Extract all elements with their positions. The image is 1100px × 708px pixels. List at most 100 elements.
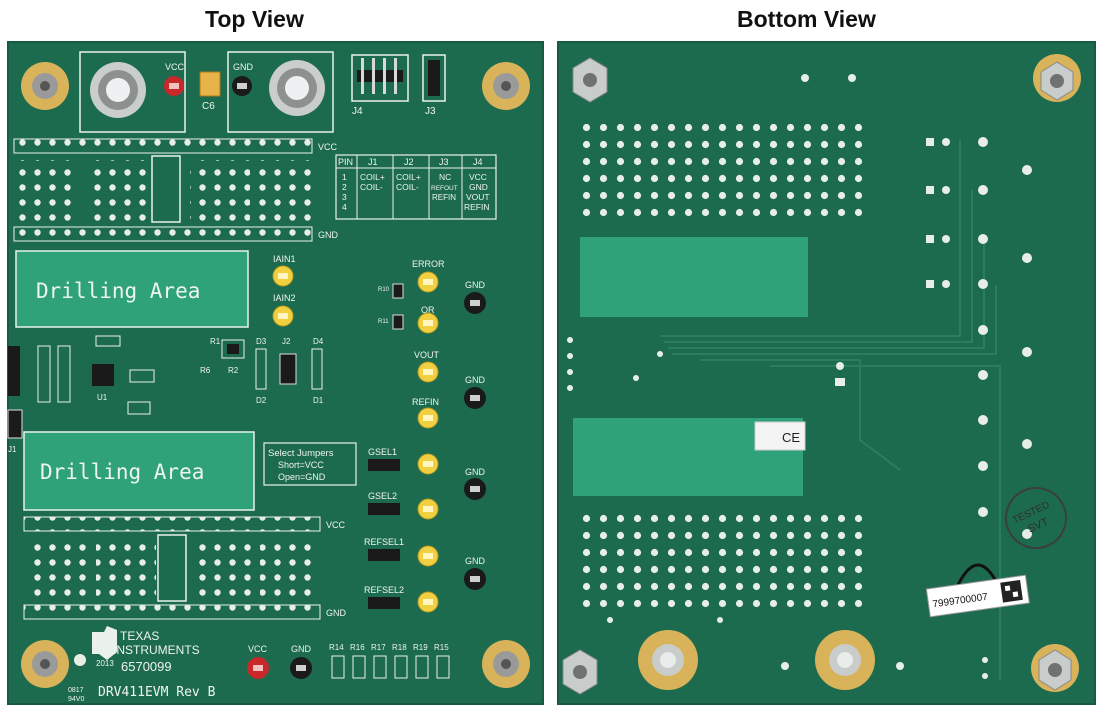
label-year: 2013: [96, 659, 114, 668]
ic-u1: [92, 364, 114, 386]
label-r18: R18: [392, 643, 407, 652]
table-j4-row4: REFIN: [464, 202, 490, 212]
table-header-j3: J3: [439, 157, 449, 167]
label-r19: R19: [413, 643, 428, 652]
label-refin: REFIN: [412, 397, 439, 407]
label-d3: D3: [256, 337, 267, 346]
table-j3-row3: REFIN: [432, 193, 456, 202]
label-r1: R1: [210, 337, 221, 346]
label-gnd-right-1: GND: [465, 280, 486, 290]
drilling-area-1: [15, 250, 249, 328]
jumper-refsel1: [368, 549, 400, 561]
table-j3-row2: REFOUT: [431, 185, 458, 192]
label-fab-mark1: 0817: [68, 687, 84, 694]
logo-texas: TEXAS: [120, 629, 159, 643]
banana-jack-gnd: [269, 60, 325, 116]
table-j4-row3: VOUT: [466, 192, 490, 202]
header-j2: [279, 353, 297, 385]
label-d1: D1: [313, 396, 324, 405]
top-board: VCC C6 GND J4 J3 VCC GND: [7, 41, 544, 705]
table-j4-row1: VCC: [469, 172, 487, 182]
barcode-label: 7999700007: [925, 574, 1030, 618]
label-gnd-top: GND: [233, 62, 254, 72]
diode-d4: [311, 348, 323, 390]
table-j1-row2: COIL-: [360, 182, 383, 192]
label-vcc-bottom: VCC: [248, 644, 268, 654]
label-gnd-bottom: GND: [291, 644, 312, 654]
label-j3: J3: [425, 106, 436, 117]
label-gsel2: GSEL2: [368, 491, 397, 501]
label-d2: D2: [256, 396, 267, 405]
label-iain2: IAIN2: [273, 293, 296, 303]
table-j2-row1: COIL+: [396, 172, 421, 182]
bottom-view-title: Bottom View: [737, 6, 876, 32]
table-j2-row2: COIL-: [396, 182, 419, 192]
ti-logo-icon: [92, 626, 117, 660]
table-pin-3: 3: [342, 192, 347, 202]
banana-jack-vcc: [90, 62, 146, 118]
label-short-vcc: Short=VCC: [278, 460, 324, 470]
resistor-row: R14 R16 R17 R18 R19 R15: [329, 643, 450, 679]
label-iain1: IAIN1: [273, 254, 296, 264]
label-board-name: DRV411EVM Rev B: [98, 685, 216, 700]
jumper-table: PIN J1 J2 J3 J4 1 2 3 4 COIL+ COIL- COIL…: [335, 154, 497, 220]
label-open-gnd: Open=GND: [278, 472, 326, 482]
mounting-hole-top-left: [21, 62, 69, 110]
label-c6: C6: [202, 101, 215, 112]
label-select-jumpers: Select Jumpers: [268, 448, 334, 459]
left-header: [8, 346, 20, 396]
label-part-number: 6570099: [121, 659, 172, 674]
resistor-r10: [392, 283, 404, 299]
label-vcc-top: VCC: [165, 62, 185, 72]
label-d4: D4: [313, 337, 324, 346]
label-j4: J4: [352, 106, 363, 117]
label-gnd-rail-1: GND: [318, 230, 339, 240]
banana-jack-back-2: [815, 630, 875, 690]
table-header-j2: J2: [404, 157, 414, 167]
label-j2: J2: [282, 337, 291, 346]
table-pin-1: 1: [342, 172, 347, 182]
ce-mark: CE: [782, 430, 800, 445]
bottom-drilling-area-1: [580, 237, 808, 317]
hex-nut-bottom-left: [562, 649, 598, 695]
bottom-board: CE TESTED SVT 7999700007: [557, 41, 1096, 705]
label-gnd-right-2: GND: [465, 375, 486, 385]
label-refsel2: REFSEL2: [364, 585, 404, 595]
label-r16: R16: [350, 643, 365, 652]
label-u1: U1: [97, 393, 108, 402]
label-vout: VOUT: [414, 350, 440, 360]
mounting-hole-top-right: [482, 62, 530, 110]
label-r2: R2: [228, 366, 239, 375]
mounting-hole-bottom-top-right: [1033, 54, 1081, 102]
header-j4: [357, 70, 403, 82]
label-r10: R10: [378, 287, 390, 293]
label-refsel1: REFSEL1: [364, 537, 404, 547]
label-gsel1: GSEL1: [368, 447, 397, 457]
label-r17: R17: [371, 643, 386, 652]
top-view-title: Top View: [205, 6, 304, 32]
capacitor-c6: [199, 71, 221, 97]
label-r14: R14: [329, 643, 344, 652]
mounting-hole-bottom-right: [482, 640, 530, 688]
resistor-r1: [221, 339, 245, 359]
diode-d3: [255, 348, 267, 390]
label-or: OR: [421, 305, 435, 315]
hole-grid-upper: [574, 124, 870, 226]
drilling-area-2-label: Drilling Area: [40, 460, 204, 484]
jumper-gsel2: [368, 503, 400, 515]
table-j1-row1: COIL+: [360, 172, 385, 182]
header-j1: [7, 409, 23, 439]
label-fab-mark2: 94V0: [68, 696, 84, 703]
table-j3-row1: NC: [439, 172, 451, 182]
resistor-r11: [392, 314, 404, 330]
label-r15: R15: [434, 643, 449, 652]
table-j4-row2: GND: [469, 182, 488, 192]
mounting-hole-bottom-left: [21, 640, 69, 688]
header-j3: [428, 60, 440, 96]
jumper-gsel1: [368, 459, 400, 471]
label-gnd-right-4: GND: [465, 556, 486, 566]
label-error: ERROR: [412, 259, 445, 269]
label-vcc-rail-1: VCC: [318, 142, 338, 152]
table-header-j4: J4: [473, 157, 483, 167]
